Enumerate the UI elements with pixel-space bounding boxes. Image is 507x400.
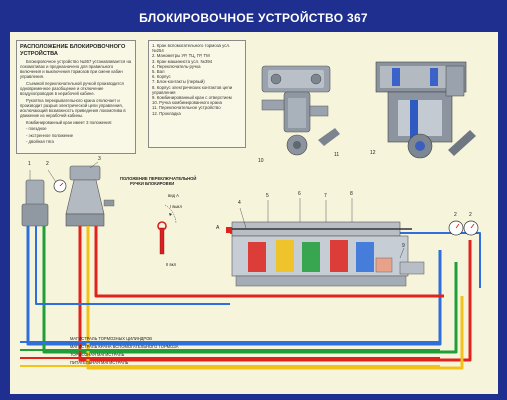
pipe-network [26, 226, 481, 370]
mains-legend-strips [20, 341, 440, 367]
poster-title: БЛОКИРОВОЧНОЕ УСТРОЙСТВО 367 [139, 11, 368, 25]
legend-item: 2. Манометры УР, ТЦ, ГР, ТМ [152, 53, 210, 59]
legend-item: 9. Комбинированный кран с отверстием [152, 95, 232, 101]
legend-panel: 1. Кран вспомогательного тормоза усл. №2… [148, 40, 246, 148]
lock-block-section [226, 221, 425, 287]
device-sectional-view [375, 61, 476, 159]
legend-item: 6. Корпус [152, 74, 171, 80]
right-gauges [448, 220, 479, 236]
description-heading: РАСПОЛОЖЕНИЕ БЛОКИРОВОЧНОГО УСТРОЙСТВА [20, 44, 126, 57]
handle-position-figure [157, 204, 177, 255]
description-paragraph: Комбинированный кран имеет 3 положения: [26, 119, 113, 125]
brake-valve-assembly [21, 165, 115, 227]
description-body: Блокировочное устройство №367 устанавлив… [17, 59, 135, 144]
description-panel: РАСПОЛОЖЕНИЕ БЛОКИРОВОЧНОГО УСТРОЙСТВА Б… [16, 40, 136, 154]
description-paragraph: - экстренное положение [26, 132, 74, 138]
legend-item: 3. Кран машиниста усл. №394 [152, 58, 213, 64]
callout-leaders [29, 161, 405, 259]
legend-item: 12. Прокладка [152, 110, 181, 116]
legend-item: 4. Переключатель-ручка [152, 63, 201, 69]
description-paragraph: Блокировочное устройство №367 устанавлив… [20, 59, 132, 80]
legend-item: 5. Вал [152, 69, 165, 75]
description-paragraph: - поездное [26, 126, 47, 132]
device-external-view [261, 65, 340, 156]
legend-item: 8. Корпус электрических контактов цепи у… [152, 84, 233, 95]
description-paragraph: Рукоятка перекрывательного крана отключа… [20, 97, 126, 118]
description-paragraph: - двойная тяга [26, 139, 54, 145]
legend-item: 7. Блок-контакты (первый) [152, 79, 205, 85]
legend-item: 1. Кран вспомогательного тормоза усл. №2… [152, 43, 231, 54]
legend-item: 10. Ручка комбинированного крана [152, 100, 222, 106]
legend-item: 11. Переключательное устройство [152, 105, 221, 111]
description-paragraph: Съемной переключательной ручкой производ… [20, 80, 124, 97]
